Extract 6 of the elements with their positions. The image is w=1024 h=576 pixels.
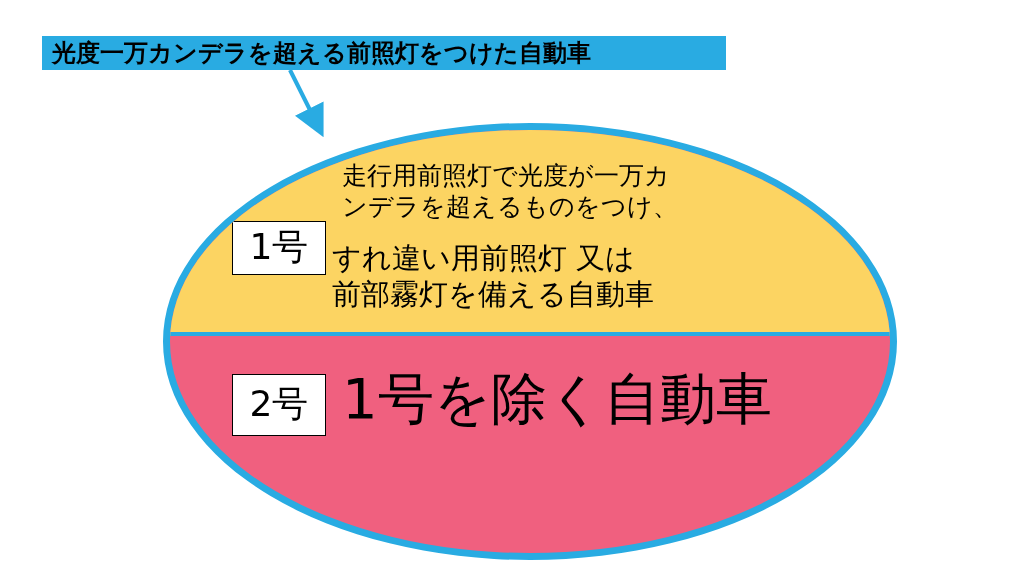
- description-text: すれ違い用前照灯 又は前部霧灯を備える自動車: [332, 240, 655, 313]
- description-text: 1号を除く自動車: [342, 365, 773, 433]
- callout-label: 光度一万カンデラを超える前照灯をつけた自動車: [42, 36, 726, 70]
- number-label: 1号: [232, 221, 326, 275]
- number-label: 2号: [232, 374, 326, 436]
- description-text: 走行用前照灯で光度が一万カンデラを超えるものをつけ、: [342, 160, 679, 223]
